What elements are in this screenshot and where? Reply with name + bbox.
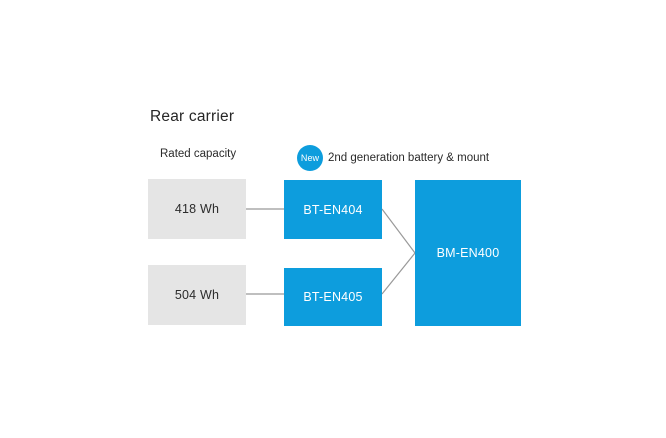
node-battery-bt-en405-label: BT-EN405: [303, 290, 363, 304]
connector-bten404-to-bmen400: [381, 208, 416, 254]
page-title: Rear carrier: [150, 108, 235, 125]
node-mount-bm-en400-label: BM-EN400: [436, 246, 500, 260]
new-feature-callout: New 2nd generation battery & mount: [297, 145, 489, 171]
new-badge-icon: New: [297, 145, 323, 171]
node-capacity-418-label: 418 Wh: [174, 202, 220, 216]
column-header-rated-capacity: Rated capacity: [160, 148, 237, 160]
node-battery-bt-en405: BT-EN405: [284, 268, 382, 326]
node-capacity-504: 504 Wh: [148, 265, 246, 325]
new-badge-label: New: [300, 152, 320, 163]
node-capacity-418: 418 Wh: [148, 179, 246, 239]
node-battery-bt-en404: BT-EN404: [284, 180, 382, 239]
node-mount-bm-en400: BM-EN400: [415, 180, 521, 326]
new-feature-label: 2nd generation battery & mount: [328, 152, 490, 164]
node-capacity-504-label: 504 Wh: [174, 288, 220, 302]
node-battery-bt-en404-label: BT-EN404: [303, 202, 363, 217]
connector-bten405-to-bmen400: [381, 252, 416, 295]
